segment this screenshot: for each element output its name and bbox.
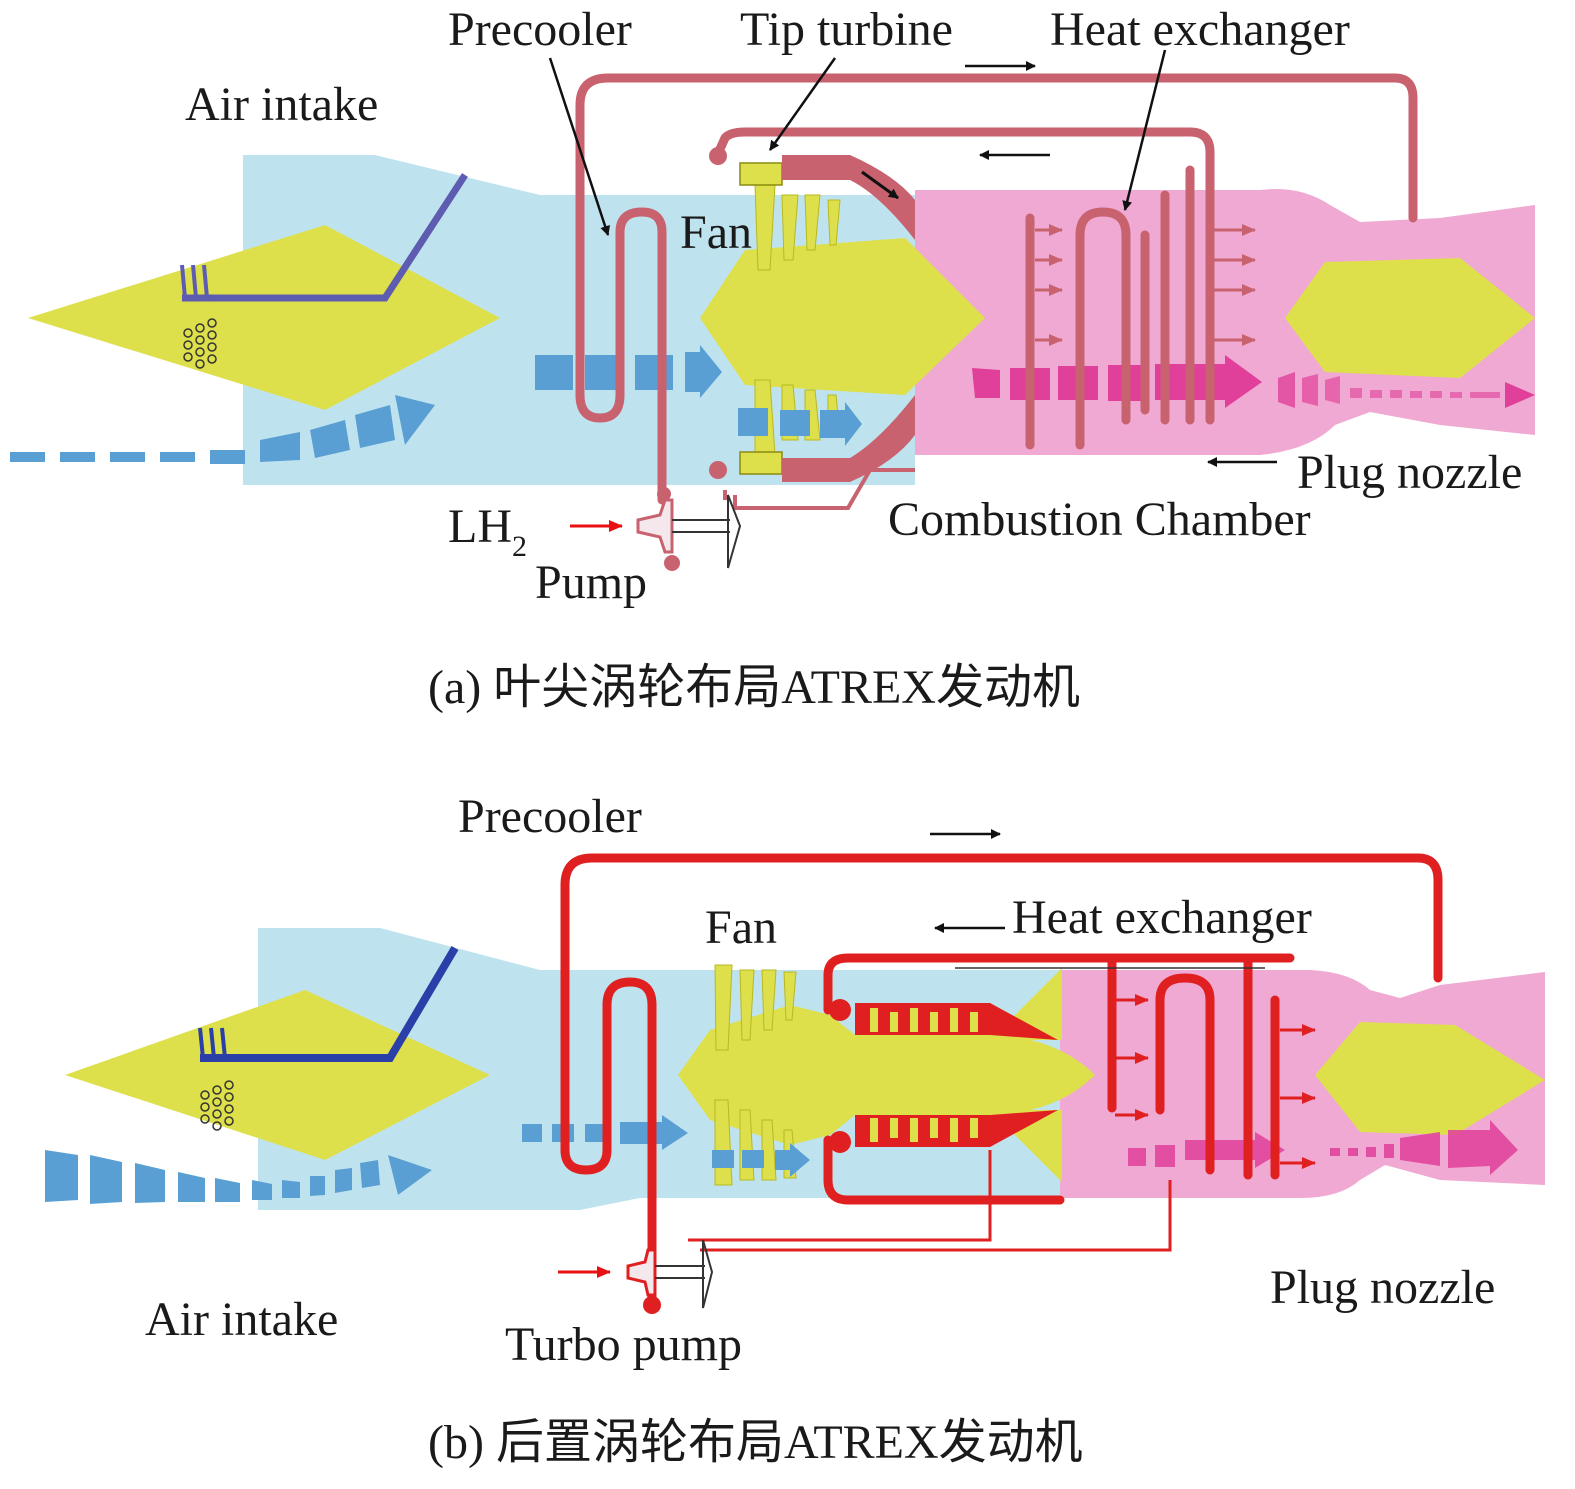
- turbo-pump-b: [626, 1239, 714, 1309]
- label-pump-a: Pump: [535, 556, 647, 609]
- label-fan-a: Fan: [680, 206, 752, 259]
- he-arrows-a: [1035, 224, 1256, 346]
- turbine-duct-lower-a: [782, 395, 915, 482]
- pipes-a: [575, 73, 1418, 505]
- label-lh2-subscript-a: 2: [512, 530, 527, 563]
- centerbody-intake-b: [65, 990, 490, 1160]
- air-flow-b: [45, 1115, 810, 1204]
- tip-turbine-a: [739, 162, 783, 475]
- label-precooler-b: Precooler: [458, 790, 642, 843]
- leader-tip-turbine-a: [768, 57, 837, 151]
- label-plug-nozzle-a: Plug nozzle: [1297, 446, 1522, 499]
- bleed-holes-b: [200, 1080, 234, 1131]
- turbine-duct-upper-a: [782, 155, 915, 240]
- leader-precooler-a: [548, 57, 610, 236]
- bleed-holes-a: [183, 318, 217, 369]
- label-plug-nozzle-b: Plug nozzle: [1270, 1261, 1495, 1314]
- label-tip-turbine-a: Tip turbine: [740, 3, 953, 56]
- intake-ramp-b: [200, 945, 459, 1062]
- panel-a: Precooler Tip turbine Heat exchanger Air…: [10, 3, 1535, 714]
- pump-a: [636, 494, 742, 569]
- caption-a: (a) 叶尖涡轮布局ATREX发动机: [428, 661, 1080, 714]
- label-air-intake-b: Air intake: [145, 1293, 338, 1346]
- label-heat-exchanger-a: Heat exchanger: [1050, 3, 1350, 56]
- he-arrows-b: [1115, 994, 1316, 1169]
- label-heat-exchanger-b: Heat exchanger: [1012, 891, 1312, 944]
- centerbody-intake-a: [28, 225, 500, 410]
- label-air-intake-a: Air intake: [185, 78, 378, 131]
- centerbody-plug-b: [1315, 1022, 1545, 1135]
- label-precooler-a: Precooler: [448, 3, 632, 56]
- label-lh2-a: LH2: [448, 500, 527, 563]
- label-turbo-pump-b: Turbo pump: [505, 1318, 742, 1371]
- turbine-stages-b: [855, 1003, 1058, 1147]
- label-fan-b: Fan: [705, 901, 777, 954]
- caption-b: (b) 后置涡轮布局ATREX发动机: [428, 1416, 1083, 1469]
- panel-b: Precooler Fan Heat exchanger Air intake …: [45, 790, 1545, 1469]
- leader-heat-exchanger-a: [1122, 49, 1167, 211]
- pipes-b: [560, 853, 1443, 1303]
- centerbody-plug-a: [1285, 258, 1535, 378]
- intake-ramp-a: [182, 173, 468, 302]
- label-combustion-chamber-a: Combustion Chamber: [888, 493, 1311, 546]
- fan-blades-b: [714, 964, 797, 1186]
- leader-combustor-a: [861, 170, 899, 200]
- centerbody-fan-a: [700, 238, 985, 395]
